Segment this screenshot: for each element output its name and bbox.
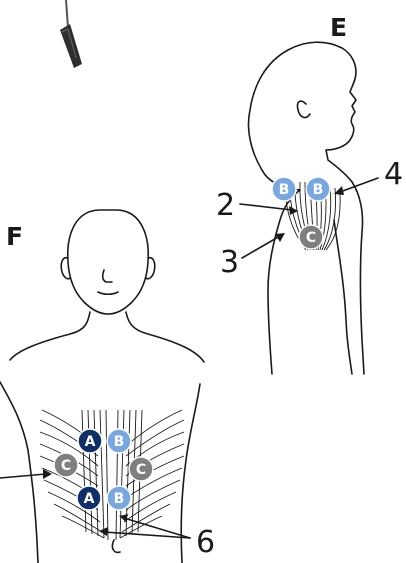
svg-text:B: B	[114, 491, 125, 507]
front-head	[68, 210, 148, 314]
svg-text:B: B	[114, 434, 125, 450]
electrode-b-lower: B	[107, 486, 131, 510]
svg-text:C: C	[306, 230, 316, 246]
callout-3: 3	[220, 245, 239, 280]
electrode-c-right: C	[129, 457, 153, 481]
svg-text:A: A	[84, 491, 95, 507]
electrode-c-shoulder: C	[299, 225, 323, 249]
figure-f-abdomen: F	[0, 210, 215, 563]
figure-e-shoulder: E B B	[216, 13, 403, 374]
svg-text:A: A	[85, 434, 96, 450]
electrode-b-upper: B	[107, 429, 131, 453]
electrode-lead-photo	[60, 0, 82, 68]
callout-4: 4	[384, 157, 403, 192]
svg-text:C: C	[61, 458, 71, 474]
svg-text:B: B	[313, 182, 324, 198]
electrode-c-left: C	[54, 453, 78, 477]
electrode-a-lower: A	[77, 486, 101, 510]
svg-text:B: B	[279, 182, 290, 198]
electrode-a-upper: A	[78, 429, 102, 453]
panel-label-e: E	[330, 13, 347, 42]
callout-6: 6	[196, 525, 215, 560]
panel-label-f: F	[6, 222, 23, 251]
svg-text:C: C	[136, 462, 146, 478]
callout-2: 2	[216, 188, 235, 223]
electrode-b-front: B	[272, 177, 296, 201]
electrode-b-back: B	[306, 177, 330, 201]
